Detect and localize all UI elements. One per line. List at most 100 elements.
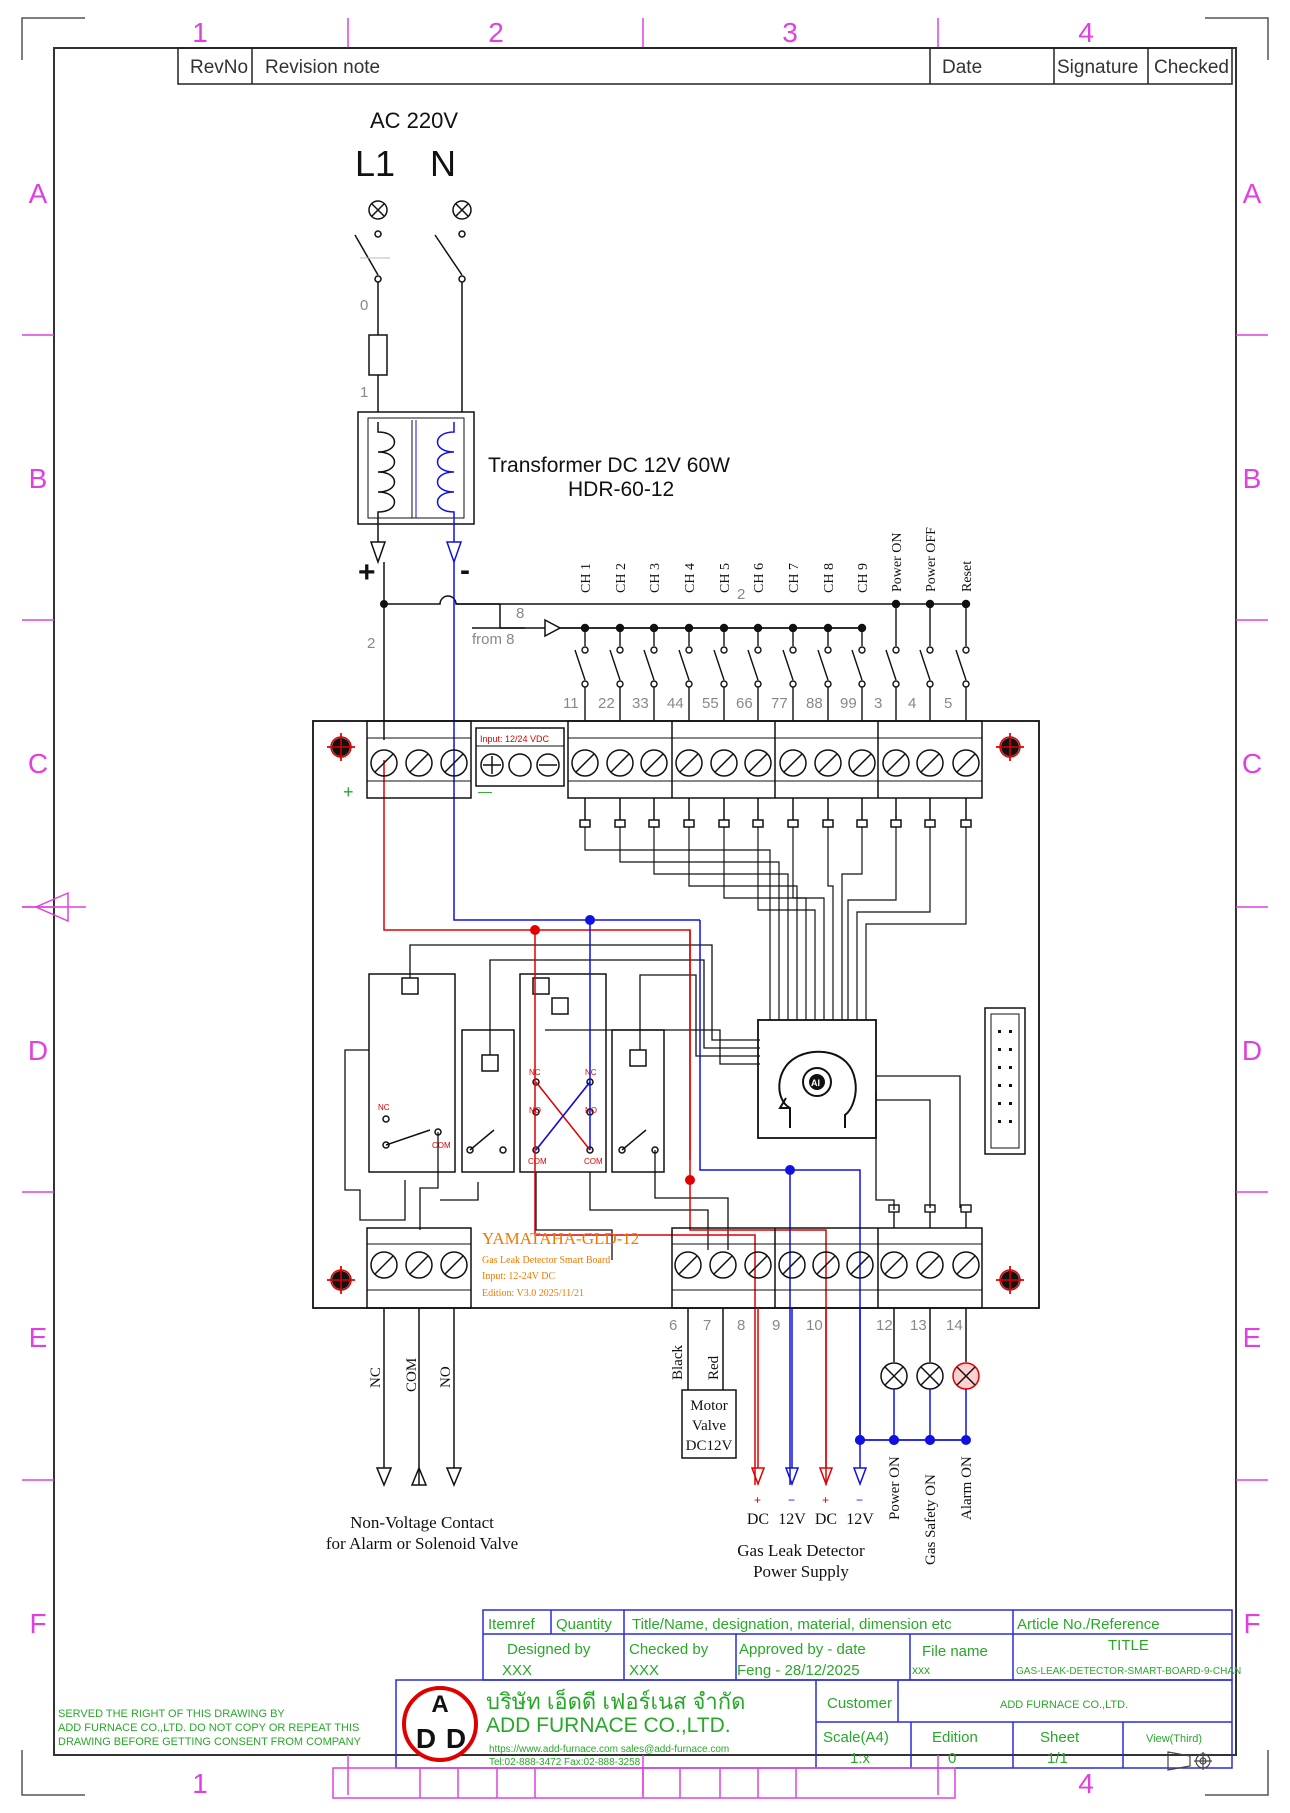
input-switch-12 (955, 599, 971, 721)
wire-label-1: 1 (360, 384, 368, 401)
input-label-2: CH 2 (614, 563, 629, 593)
input-wire-number-11: 4 (908, 695, 916, 712)
row-label-right-c: C (1242, 748, 1262, 779)
input-terminals (571, 749, 980, 828)
ai-head-icon (778, 1050, 857, 1128)
input-switch-10 (885, 599, 901, 721)
col-label-top-1: 1 (192, 17, 208, 48)
input-wire-number-6: 66 (736, 695, 753, 712)
input-label-1: CH 1 (579, 563, 594, 593)
output-terminal-1 (674, 1251, 702, 1279)
output-terminal-5 (812, 1251, 840, 1279)
row-label-left-c: C (28, 748, 48, 779)
supply-caption-2: Power Supply (753, 1562, 849, 1581)
input-switch-2 (609, 623, 625, 721)
ai-chip-label: AI (811, 1078, 820, 1088)
contact-com-label: COM (404, 1358, 420, 1392)
view-label: View(Third) (1146, 1733, 1202, 1745)
transformer: Transformer DC 12V 60W HDR-60-12 + - (357, 411, 730, 589)
row-label-right-f: F (1243, 1608, 1260, 1639)
third-angle-projection-icon (1167, 1751, 1212, 1771)
input-to-chip-wiring (584, 827, 967, 1020)
n-label: N (430, 143, 456, 184)
dc-output-label-3: DC (815, 1511, 837, 1528)
ai-controller-chip (757, 1019, 877, 1139)
input-label-8: CH 8 (822, 563, 837, 593)
notice-line-3: DRAWING BEFORE GETTING CONSENT FROM COMP… (58, 1736, 362, 1748)
edition-value: 0 (948, 1750, 956, 1767)
sheet-label: Sheet (1040, 1729, 1080, 1746)
company-web: https://www.add-furnace.com sales@add-fu… (489, 1744, 729, 1755)
dc-plus-label: + (358, 556, 376, 589)
contact-caption-1: Non-Voltage Contact (350, 1513, 494, 1532)
logo-letter-a: A (431, 1691, 448, 1718)
row-label-right-b: B (1243, 463, 1262, 494)
row-label-left-a: A (29, 178, 48, 209)
output-wire-number-5: 10 (806, 1317, 823, 1334)
supply-label: AC 220V (370, 108, 458, 133)
checked-by-value: XXX (629, 1662, 659, 1679)
input-terminal-3 (640, 749, 668, 828)
article-header: Article No./Reference (1017, 1616, 1160, 1633)
motor-valve-line-2: Valve (692, 1418, 726, 1434)
input-terminal-9 (848, 749, 876, 828)
input-label-10: Power ON (890, 533, 905, 593)
input-terminal-12 (952, 749, 980, 828)
relay2-com: COM (528, 1157, 547, 1166)
dc-output-3 (818, 1308, 834, 1487)
company-english: ADD FURNACE CO.,LTD. (486, 1714, 731, 1737)
input-terminal-6 (744, 749, 772, 828)
input-label-7: CH 7 (787, 563, 802, 593)
company-thai: บริษัท เอ็ดดี เฟอร์เนส จำกัด (486, 1687, 745, 1714)
motor-valve-line-3: DC12V (686, 1438, 733, 1454)
approved-by-label: Approved by - date (739, 1641, 866, 1658)
checked-by-label: Checked by (629, 1641, 709, 1658)
board-plus-mark: + (343, 782, 354, 802)
approved-by-value: Feng - 28/12/2025 (737, 1662, 860, 1679)
col-label-top-2: 2 (488, 17, 504, 48)
motor-valve-line-1: Motor (690, 1398, 728, 1414)
input-terminal-11 (916, 749, 944, 828)
row-label-left-b: B (29, 463, 48, 494)
row-label-left-f: F (29, 1608, 46, 1639)
output-wire-number-8: 14 (946, 1317, 963, 1334)
lamp-label-3: Alarm ON (959, 1456, 975, 1520)
row-label-right-a: A (1243, 178, 1262, 209)
contact-no-label: NO (438, 1366, 454, 1388)
input-wire-number-10: 3 (874, 695, 882, 712)
input-terminal-5 (710, 749, 738, 828)
col-label-bottom-1: 1 (192, 1768, 208, 1799)
indicator-lamp-1 (880, 1308, 908, 1440)
relay1-nc: NC (378, 1103, 390, 1112)
lamp-label-2: Gas Safety ON (923, 1474, 939, 1565)
designed-by-label: Designed by (507, 1641, 591, 1658)
board-internal-wiring (344, 944, 961, 1260)
output-terminal-2 (709, 1251, 737, 1279)
logo-letter-d1: D (416, 1723, 436, 1754)
checked-header: Checked (1154, 57, 1229, 78)
input-switch-8 (817, 623, 833, 721)
dc-output-sign-3: + (822, 1493, 829, 1507)
bus-mid-number: 2 (737, 586, 745, 603)
dc-output-sign-2: − (788, 1493, 795, 1507)
file-name-label: File name (922, 1643, 988, 1660)
motor-valve: Motor Valve DC12V (681, 1308, 737, 1459)
dc-output-sign-1: + (754, 1493, 761, 1507)
output-wire-number-7: 13 (910, 1317, 927, 1334)
board-name: YAMATAHA-GLD-12 (482, 1229, 639, 1248)
input-wire-number-9: 99 (840, 695, 857, 712)
contact-caption-2: for Alarm or Solenoid Valve (326, 1534, 518, 1553)
input-terminal-8 (814, 749, 842, 828)
supply-caption-1: Gas Leak Detector (737, 1541, 865, 1560)
input-label-11: Power OFF (924, 527, 939, 592)
row-label-left-e: E (29, 1322, 48, 1353)
notice-line-2: ADD FURNACE CO.,LTD. DO NOT COPY OR REPE… (58, 1722, 359, 1734)
header-connector (984, 1007, 1026, 1155)
file-name-value: xxx (912, 1663, 930, 1677)
output-wire-number-4: 9 (772, 1317, 780, 1334)
title-name-header: Title/Name, designation, material, dimen… (632, 1616, 952, 1633)
output-wire-number-2: 7 (703, 1317, 711, 1334)
input-label-6: CH 6 (752, 563, 767, 593)
output-terminal-6 (846, 1251, 874, 1279)
